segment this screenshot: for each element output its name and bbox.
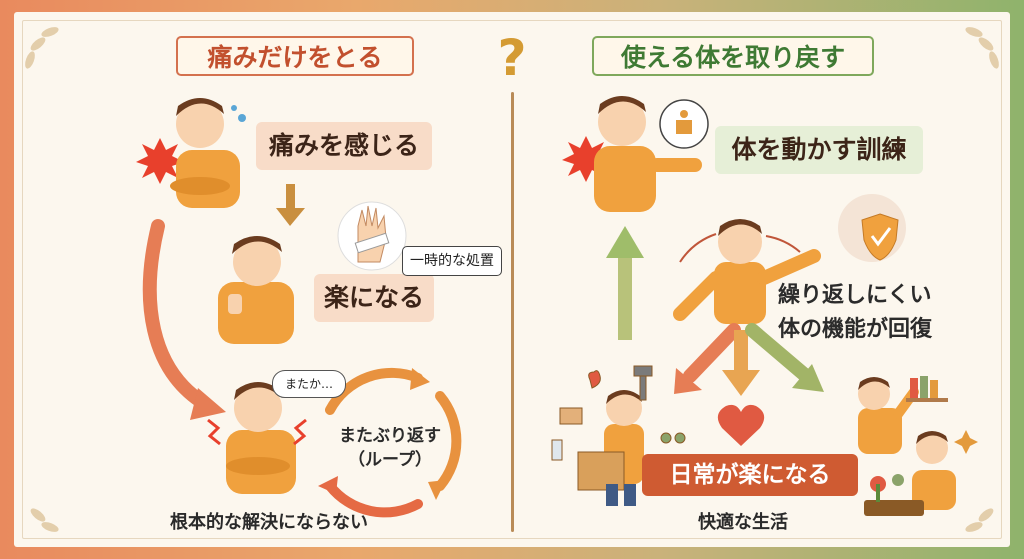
center-divider bbox=[511, 92, 514, 532]
training-label: 体を動かす訓練 bbox=[715, 126, 923, 174]
person-pain-icon bbox=[136, 98, 246, 208]
person-carrying-box-icon bbox=[577, 390, 644, 506]
loop-text-line2: （ループ） bbox=[348, 450, 432, 470]
pain-feeling-label: 痛みを感じる bbox=[256, 122, 432, 170]
shoulder-shield-icon bbox=[838, 194, 906, 262]
loop-text-line1: またぶり返す bbox=[339, 426, 441, 446]
right-caption: 快適な生活 bbox=[698, 512, 788, 533]
person-thumbsup-icon bbox=[218, 236, 294, 344]
thought-bubble: またか… bbox=[272, 370, 346, 398]
up-arrow-icon bbox=[606, 226, 644, 340]
person-training-icon bbox=[562, 96, 709, 212]
relief-label: 楽になる bbox=[314, 274, 434, 322]
function-line1: 繰り返しにくい bbox=[778, 283, 932, 308]
right-title: 使える体を取り戻す bbox=[592, 36, 874, 76]
temporary-measure-note: 一時的な処置 bbox=[402, 246, 502, 276]
daily-life-banner: 日常が楽になる bbox=[642, 454, 858, 496]
function-recovery-text: 繰り返しにくい 体の機能が回復 bbox=[778, 279, 968, 347]
person-shelf-icon bbox=[858, 376, 948, 454]
person-gardening-icon bbox=[864, 430, 978, 516]
left-title: 痛みだけをとる bbox=[176, 36, 414, 76]
heart-icon bbox=[717, 404, 765, 446]
bandaged-hand-icon bbox=[337, 201, 407, 271]
down-curve-arrow-icon bbox=[142, 219, 212, 411]
left-caption: 根本的な解決にならない bbox=[170, 512, 368, 533]
daily-items-icon bbox=[551, 365, 686, 461]
person-stretching-icon bbox=[673, 219, 821, 324]
person-recurring-pain-icon bbox=[207, 382, 307, 494]
loop-text: またぶり返す （ループ） bbox=[328, 424, 452, 472]
loop-arrows-icon bbox=[318, 367, 462, 518]
function-line2: 体の機能が回復 bbox=[778, 317, 933, 342]
branch-arrows-icon bbox=[674, 323, 824, 396]
question-mark-icon: ? bbox=[497, 29, 527, 87]
